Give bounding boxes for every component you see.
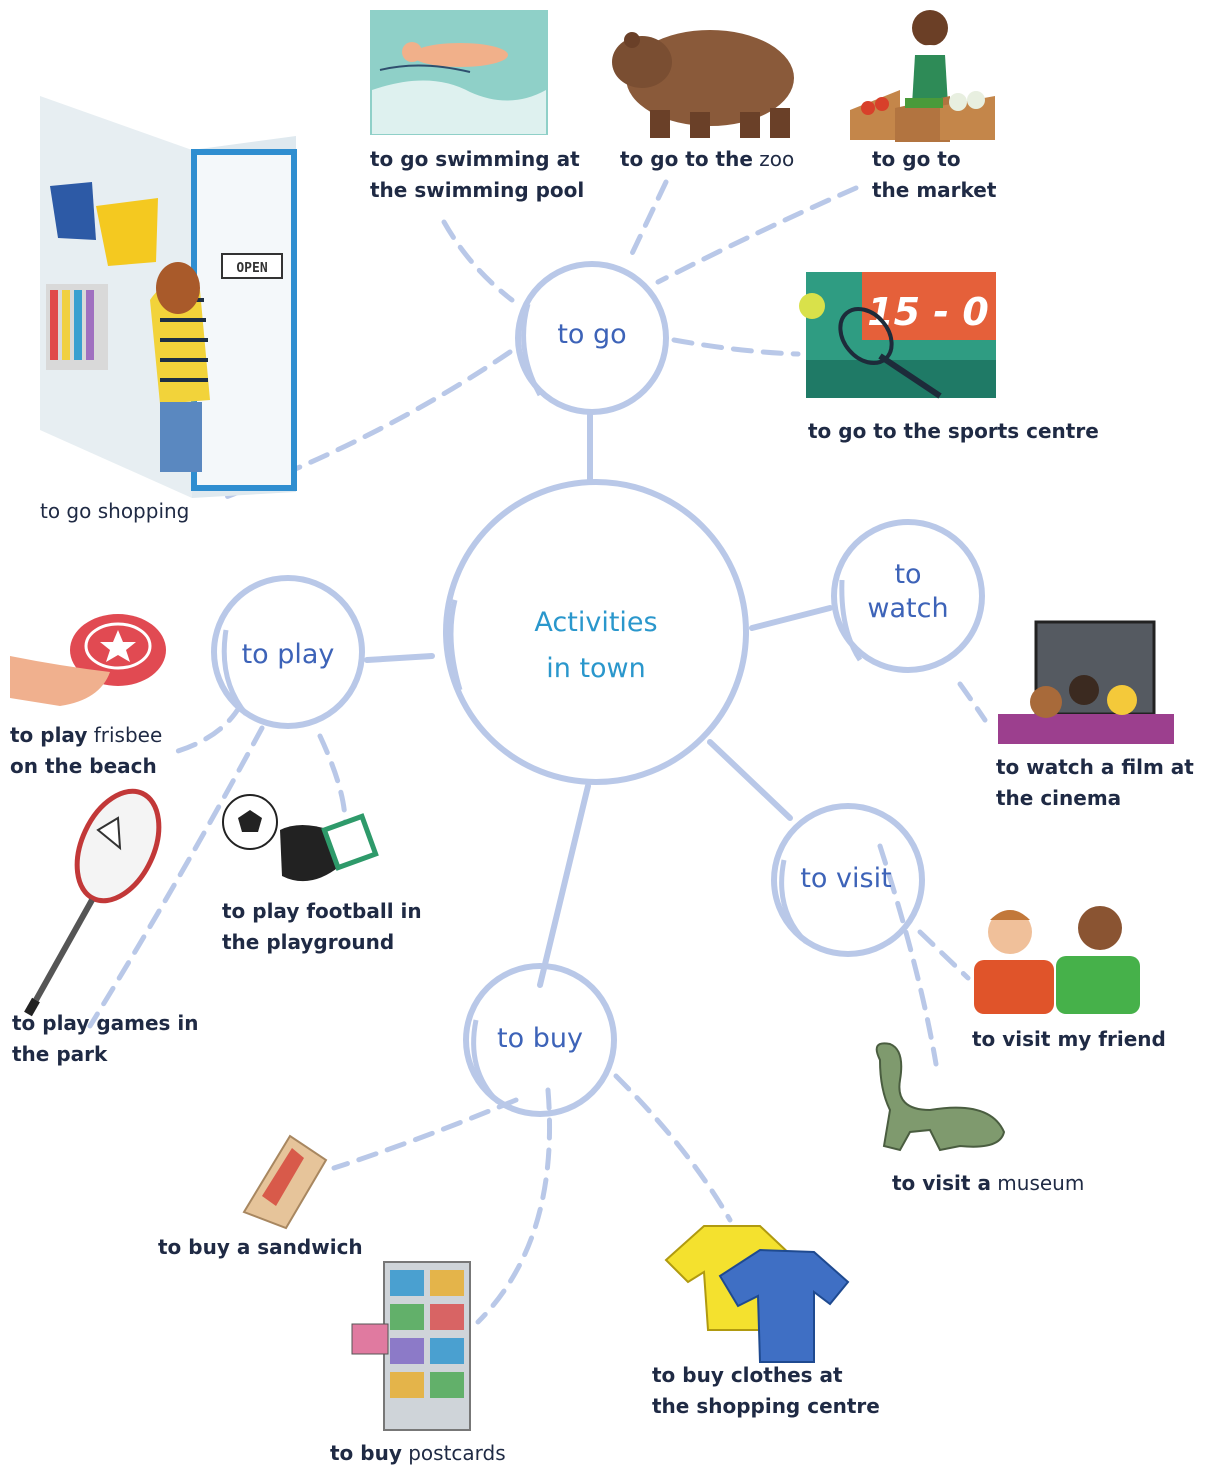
caption-football-line2: the playground bbox=[222, 930, 395, 954]
center-label: Activities in town bbox=[496, 600, 696, 692]
caption-friend-text: to visit my friend bbox=[972, 1027, 1166, 1051]
dash-market bbox=[655, 185, 859, 285]
dash-sandwich bbox=[331, 1097, 519, 1171]
tennis-icon: 15 - 0 bbox=[799, 272, 996, 399]
caption-zoo: to go to the zoo bbox=[620, 144, 794, 175]
caption-games-line2: the park bbox=[12, 1042, 108, 1066]
connector-visit bbox=[707, 739, 793, 821]
football-icon bbox=[222, 794, 379, 882]
caption-film-line2: the cinema bbox=[996, 786, 1122, 810]
connector-buy bbox=[537, 783, 591, 988]
caption-museum-bold: to visit a bbox=[892, 1171, 991, 1195]
friends-icon bbox=[974, 906, 1140, 1014]
caption-games: to play games in the park bbox=[12, 1008, 199, 1070]
hub-to-watch-line2: watch bbox=[867, 593, 949, 624]
frisbee-icon bbox=[10, 614, 166, 706]
buy-circle-accent bbox=[471, 1019, 500, 1104]
hub-to-go: to go bbox=[557, 319, 627, 350]
caption-sports: to go to the sports centre bbox=[808, 416, 1099, 447]
caption-swimming-line2: the swimming pool bbox=[370, 178, 585, 202]
hub-circles bbox=[211, 261, 985, 1117]
go-circle-accent bbox=[521, 303, 543, 397]
dinosaur-icon bbox=[875, 1042, 1006, 1152]
caption-football: to play football in the playground bbox=[222, 896, 422, 958]
caption-market: to go to the market bbox=[872, 144, 996, 206]
center-label-line2: in town bbox=[546, 653, 646, 684]
dash-games bbox=[87, 725, 265, 1029]
connector-play bbox=[364, 653, 435, 663]
caption-frisbee-normal: frisbee bbox=[87, 723, 163, 747]
caption-sports-text: to go to the sports centre bbox=[808, 419, 1099, 443]
dash-zoo bbox=[625, 179, 669, 265]
caption-museum: to visit a museum bbox=[892, 1168, 1084, 1199]
caption-games-line1: to play games in bbox=[12, 1011, 199, 1035]
solid-connectors bbox=[364, 409, 833, 988]
badminton-racket-icon bbox=[24, 788, 162, 1017]
dash-friend bbox=[917, 929, 971, 981]
hub-to-watch: to watch bbox=[848, 558, 968, 626]
dashed-connectors bbox=[87, 179, 988, 1325]
open-sign-text: OPEN bbox=[236, 261, 267, 276]
hub-to-visit: to visit bbox=[800, 863, 892, 894]
dash-swimming bbox=[441, 219, 515, 303]
caption-frisbee-bold: to play bbox=[10, 723, 88, 747]
caption-zoo-bold: to go to the bbox=[620, 147, 753, 171]
caption-swimming: to go swimming at the swimming pool bbox=[370, 144, 584, 206]
center-circle bbox=[443, 479, 749, 785]
hub-to-watch-line1: to bbox=[894, 559, 922, 590]
center-label-line1: Activities bbox=[534, 607, 658, 638]
caption-clothes: to buy clothes at the shopping centre bbox=[652, 1360, 880, 1422]
caption-film: to watch a film at the cinema bbox=[996, 752, 1194, 814]
dash-sports bbox=[671, 337, 801, 357]
caption-postcards-normal: postcards bbox=[401, 1441, 506, 1465]
watch-circle bbox=[831, 519, 985, 673]
dash-frisbee bbox=[165, 703, 243, 757]
sandwich-icon bbox=[242, 1134, 328, 1230]
bear-icon bbox=[612, 30, 794, 138]
t-shirts-icon bbox=[664, 1225, 850, 1363]
play-circle bbox=[211, 575, 365, 729]
dash-football bbox=[317, 733, 348, 825]
watch-circle-accent bbox=[839, 579, 863, 662]
caption-swimming-line1: to go swimming at bbox=[370, 147, 580, 171]
connector-watch bbox=[749, 605, 833, 631]
caption-postcards: to buy postcards bbox=[330, 1438, 506, 1469]
visit-circle-accent bbox=[779, 859, 808, 944]
caption-clothes-line2: the shopping centre bbox=[652, 1394, 880, 1418]
center-circle-accent bbox=[448, 599, 463, 691]
caption-frisbee-line2: on the beach bbox=[10, 754, 157, 778]
dash-museum bbox=[877, 843, 939, 1067]
swimmer-icon bbox=[370, 10, 548, 135]
caption-frisbee: to play frisbee on the beach bbox=[10, 720, 162, 782]
dash-clothes bbox=[613, 1073, 733, 1223]
caption-museum-normal: museum bbox=[990, 1171, 1085, 1195]
caption-shopping: to go shopping bbox=[40, 496, 189, 527]
caption-zoo-normal: zoo bbox=[752, 147, 795, 171]
caption-film-line1: to watch a film at bbox=[996, 755, 1194, 779]
caption-sandwich-text: to buy a sandwich bbox=[158, 1235, 363, 1259]
caption-friend: to visit my friend bbox=[972, 1024, 1166, 1055]
dash-postcards bbox=[475, 1087, 553, 1325]
caption-postcards-bold: to buy bbox=[330, 1441, 402, 1465]
caption-market-line2: the market bbox=[872, 178, 997, 202]
buy-circle bbox=[463, 963, 617, 1117]
cinema-icon bbox=[998, 620, 1174, 744]
shop-door-icon: OPEN bbox=[40, 96, 297, 498]
caption-shopping-text: to go shopping bbox=[40, 499, 190, 523]
go-circle bbox=[515, 261, 669, 415]
visit-circle bbox=[771, 803, 925, 957]
caption-market-line1: to go to bbox=[872, 147, 961, 171]
hub-to-buy: to buy bbox=[497, 1023, 583, 1054]
caption-football-line1: to play football in bbox=[222, 899, 422, 923]
caption-clothes-line1: to buy clothes at bbox=[652, 1363, 843, 1387]
market-stall-icon bbox=[850, 10, 995, 142]
hub-to-play: to play bbox=[241, 639, 335, 670]
play-circle-accent bbox=[221, 629, 248, 716]
dash-film bbox=[957, 681, 988, 723]
postcards-icon bbox=[351, 1261, 471, 1431]
caption-sandwich: to buy a sandwich bbox=[158, 1232, 363, 1263]
